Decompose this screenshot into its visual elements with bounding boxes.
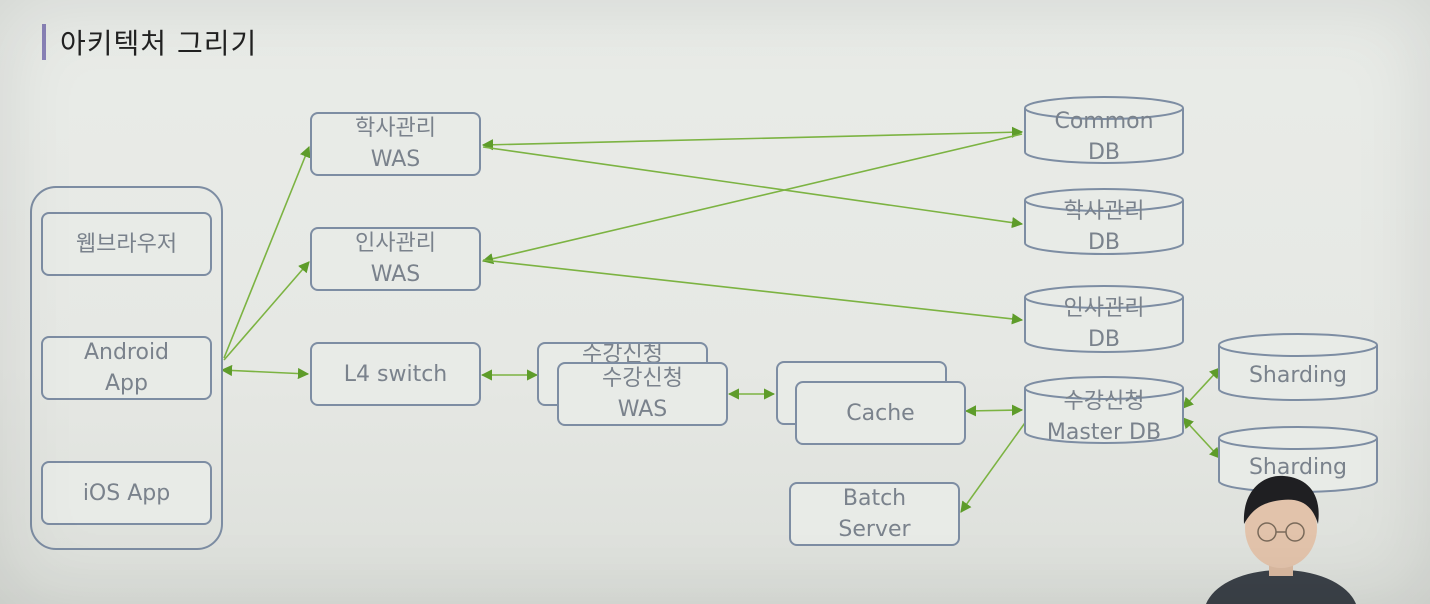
sharding-db-2-label: Sharding — [1248, 454, 1348, 480]
edge-client-academic-was — [223, 145, 311, 359]
batch-server-node: Batch Server — [789, 482, 960, 546]
edge-academic-was-academic-db — [482, 146, 1024, 229]
slide-title: 아키텍처 그리기 — [60, 27, 258, 60]
presenter-video-overlay — [1206, 475, 1356, 604]
android-app-client: Android App — [41, 336, 212, 400]
academic-was-node: 학사관리 WAS — [310, 112, 481, 176]
sharding-db-1-label: Sharding — [1248, 362, 1348, 388]
hr-db-label: 인사관리 DB — [1063, 296, 1145, 352]
hr-db-cylinder — [1024, 285, 1184, 353]
cache-node: Cache — [795, 381, 966, 445]
edge-academic-was-common-db — [481, 126, 1024, 151]
edge-cache-master-db — [964, 404, 1024, 417]
academic-db-cylinder — [1024, 188, 1184, 255]
academic-db-label: 학사관리 DB — [1063, 199, 1145, 255]
edge-client-l4 — [220, 364, 310, 380]
title-accent-bar — [42, 24, 46, 60]
edge-master-sharding-1 — [1182, 367, 1221, 409]
sharding-db-1-cylinder — [1218, 333, 1378, 401]
client-group — [30, 186, 223, 550]
web-browser-client: 웹브라우저 — [41, 212, 212, 276]
hr-was-node: 인사관리 WAS — [310, 227, 481, 291]
edge-hr-was-hr-db — [482, 259, 1024, 325]
edge-master-sharding-2 — [1182, 417, 1221, 459]
course-was-node: 수강신청 WAS — [557, 362, 728, 426]
course-master-db-cylinder — [1024, 376, 1184, 444]
l4-switch-node: L4 switch — [310, 342, 481, 406]
edge-client-hr-was — [223, 261, 310, 361]
edge-hr-was-common-db — [481, 133, 1023, 265]
common-db-label: Common DB — [1054, 109, 1154, 165]
ios-app-client: iOS App — [41, 461, 212, 525]
edge-batch-master-db — [960, 419, 1028, 513]
common-db-cylinder — [1024, 96, 1184, 164]
course-master-db-label: 수강신청 Master DB — [1046, 389, 1162, 445]
